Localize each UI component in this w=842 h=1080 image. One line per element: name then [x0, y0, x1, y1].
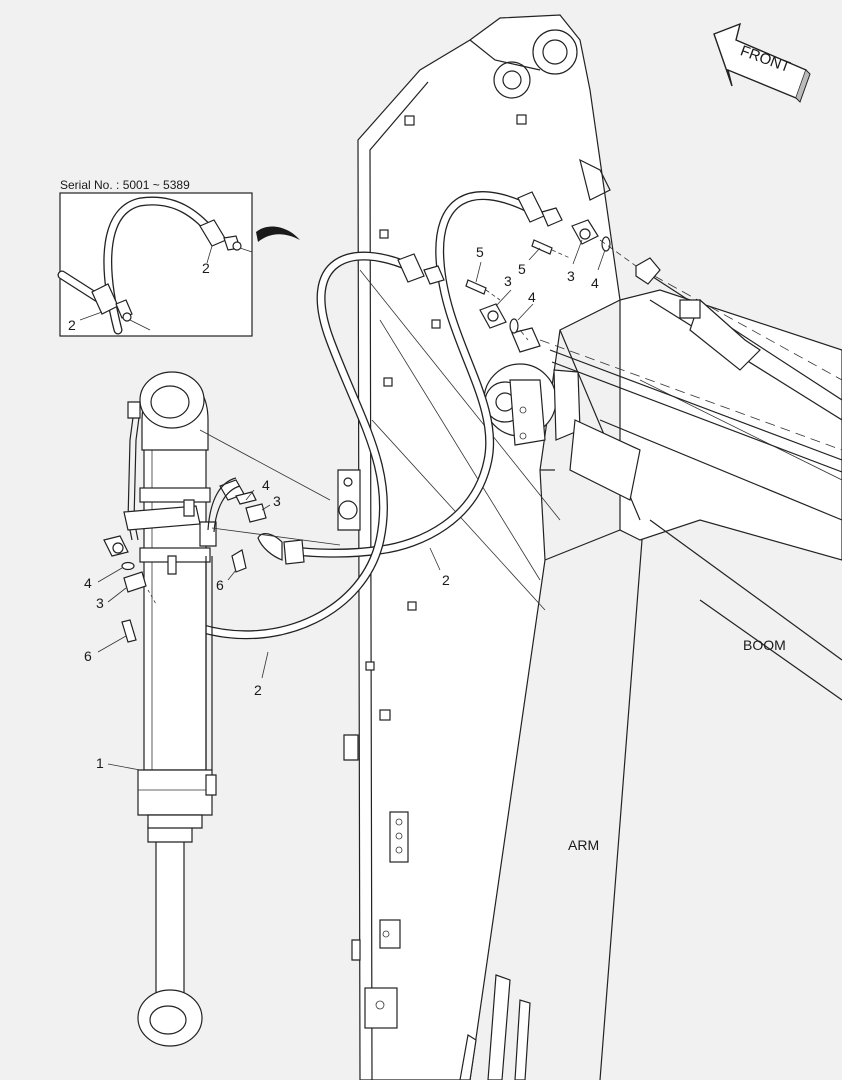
inset-frame: [59, 192, 253, 337]
boom-label: BOOM: [743, 637, 786, 653]
callouts: 5 3 4 5 3 4 4 3 6 4 3 6 2 2 1 BOOM: [84, 239, 786, 853]
hydraulic-cylinder: [103, 371, 245, 1047]
callout-oring-4-cyl-low: 4: [84, 575, 92, 591]
callout-flange-3-cyl-low: 3: [96, 595, 104, 611]
callout-bolt-6-cyl-low: 6: [84, 648, 92, 664]
callout-hose-2-upper: 2: [442, 572, 450, 588]
callout-inset-hose-a: 2: [202, 260, 210, 276]
callout-flange-3-cyl-mid: 3: [273, 493, 281, 509]
callout-oring-4-right: 4: [591, 275, 599, 291]
callout-bolt-5-left: 5: [476, 244, 484, 260]
callout-inset-hose-b: 2: [68, 317, 76, 333]
callout-oring-4-cyl-mid: 4: [262, 477, 270, 493]
callout-cylinder-1: 1: [96, 755, 104, 771]
serial-number-text: Serial No. : 5001 ~ 5389: [60, 178, 190, 192]
callout-flange-3-right: 3: [567, 268, 575, 284]
callout-bolt-5-right: 5: [518, 261, 526, 277]
inset-pointer-arrow: [256, 226, 300, 242]
cylinder-fittings: [121, 491, 267, 643]
callout-oring-4-left: 4: [528, 289, 536, 305]
top-fittings: [465, 219, 637, 341]
boom-structure: [483, 257, 842, 701]
callout-hose-2-lower: 2: [254, 682, 262, 698]
front-direction-arrow: FRONT: [713, 22, 811, 103]
guide-lines: [199, 429, 341, 546]
serial-inset: Serial No. : 5001 ~ 5389 2 2: [57, 178, 253, 337]
callout-flange-3-left: 3: [504, 273, 512, 289]
callout-bolt-6-cyl-mid: 6: [216, 577, 224, 593]
arm-structure: [337, 14, 643, 1080]
arm-label: ARM: [568, 837, 599, 853]
